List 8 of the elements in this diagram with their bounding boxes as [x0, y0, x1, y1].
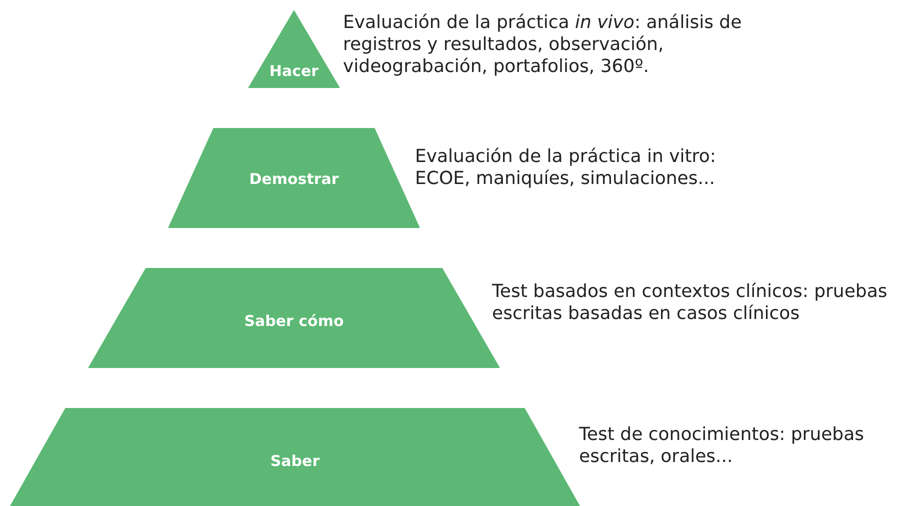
- tier-label: Saber: [270, 452, 320, 470]
- description-text: Test de conocimientos: pruebas escritas, orales...: [579, 424, 866, 468]
- description-text: Evaluación de la práctica in vitro: ECOE, maniquíes, simulaciones...: [415, 146, 717, 190]
- description-text: Test basados en contextos clínicos: pruebas escritas basadas en casos clínicos: [492, 281, 888, 325]
- tier-label: Hacer: [269, 62, 319, 80]
- tier-label: Demostrar: [249, 170, 339, 188]
- tier-label: Saber cómo: [244, 312, 344, 330]
- description-text: Evaluación de la práctica in vivo: análisis de registros y resultados, observación, videograbación, portafolios, 360º.: [343, 12, 743, 78]
